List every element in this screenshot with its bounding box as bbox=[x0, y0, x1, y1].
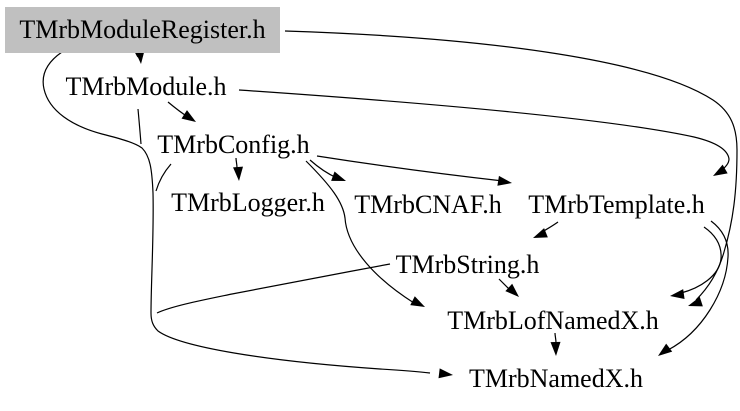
edge-string-lofnamedx bbox=[498, 278, 519, 297]
arrowhead-icon bbox=[533, 228, 548, 238]
arrowhead-icon bbox=[713, 164, 728, 176]
edge-module-template bbox=[238, 89, 730, 176]
edge-line bbox=[305, 160, 415, 304]
edge-config-logger bbox=[233, 157, 244, 181]
edge-config-cnaf bbox=[309, 159, 346, 181]
edge-line bbox=[238, 89, 730, 173]
edge-template-string bbox=[533, 221, 559, 238]
edge-config-lofnamedx bbox=[305, 160, 425, 307]
node-register: TMrbModuleRegister.h bbox=[5, 7, 280, 53]
node-logger[interactable]: TMrbLogger.h bbox=[171, 187, 325, 217]
edge-line bbox=[155, 163, 172, 192]
edge-module-config bbox=[167, 101, 196, 122]
node-config[interactable]: TMrbConfig.h bbox=[157, 130, 310, 159]
arrowhead-icon bbox=[688, 296, 703, 307]
edge-line bbox=[680, 226, 722, 294]
arrowhead-icon bbox=[505, 283, 519, 297]
edge-line bbox=[156, 263, 391, 314]
edge-line bbox=[316, 155, 504, 182]
arrowhead-icon bbox=[134, 49, 145, 64]
arrowhead-icon bbox=[181, 110, 196, 122]
edge-template-namedx bbox=[658, 220, 729, 356]
node-module[interactable]: TMrbModule.h bbox=[65, 72, 227, 101]
edge-line bbox=[284, 30, 738, 301]
edge-line bbox=[42, 51, 431, 374]
arrowhead-icon bbox=[438, 368, 453, 379]
edge-string-namedx bbox=[156, 263, 391, 314]
arrowhead-icon bbox=[658, 343, 673, 356]
arrowhead-icon bbox=[670, 289, 685, 300]
node-lofnamedx[interactable]: TMrbLofNamedX.h bbox=[447, 305, 659, 335]
edge-module-namedx bbox=[137, 108, 142, 145]
edge-line bbox=[667, 220, 729, 351]
node-cnaf[interactable]: TMrbCNAF.h bbox=[354, 190, 502, 219]
edge-template-lofnamedx bbox=[670, 226, 722, 300]
node-template[interactable]: TMrbTemplate.h bbox=[528, 190, 705, 219]
arrowhead-icon bbox=[233, 166, 244, 181]
node-string[interactable]: TMrbString.h bbox=[395, 250, 540, 279]
edge-config-template bbox=[316, 155, 512, 186]
edge-register-lofnamedx bbox=[284, 30, 738, 307]
edge-line bbox=[235, 157, 238, 169]
edge-register-namedx bbox=[42, 51, 453, 379]
arrowhead-icon bbox=[410, 296, 425, 307]
node-namedx[interactable]: TMrbNamedX.h bbox=[468, 363, 643, 393]
arrowhead-icon bbox=[550, 341, 561, 356]
edge-lofnamedx-namedx bbox=[550, 332, 561, 356]
edge-line bbox=[137, 108, 142, 145]
arrowhead-icon bbox=[497, 175, 512, 186]
arrowhead-icon bbox=[331, 171, 346, 181]
edge-config-namedx bbox=[155, 163, 172, 192]
